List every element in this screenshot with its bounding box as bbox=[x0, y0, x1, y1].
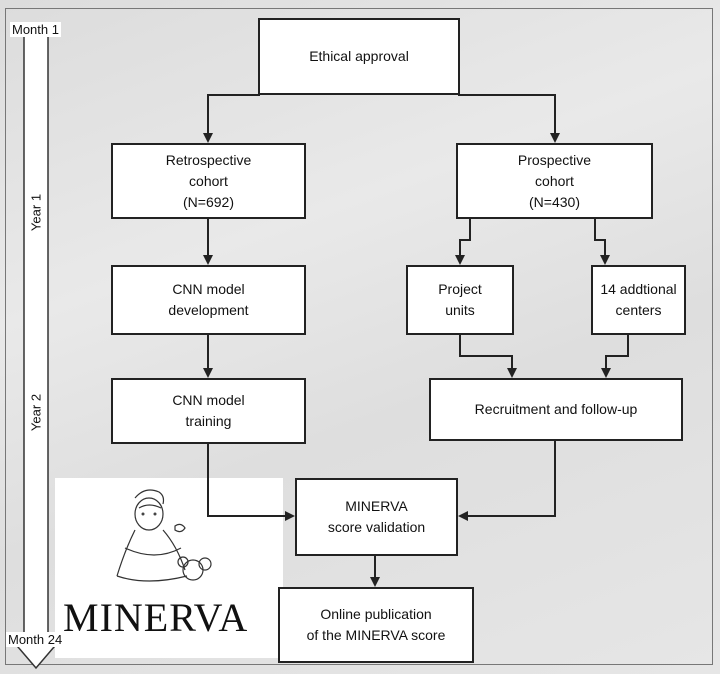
cnn-development-text: CNN model development bbox=[168, 281, 249, 318]
cnn-training-text: CNN model training bbox=[172, 392, 245, 429]
online-publication-box: Online publication of the MINERVA score bbox=[278, 587, 474, 663]
ethical-approval-box: Ethical approval bbox=[258, 18, 460, 95]
prospective-cohort-box: Prospective cohort (N=430) bbox=[456, 143, 653, 219]
project-units-text: Project units bbox=[438, 281, 482, 318]
timeline-year2-label: Year 2 bbox=[28, 393, 44, 432]
cnn-development-box: CNN model development bbox=[111, 265, 306, 335]
arrow-prosp-units bbox=[455, 219, 471, 265]
project-units-box: Project units bbox=[406, 265, 514, 335]
score-validation-box: MINERVA score validation bbox=[295, 478, 458, 556]
retrospective-cohort-box: Retrospective cohort (N=692) bbox=[111, 143, 306, 219]
timeline-year1-label: Year 1 bbox=[28, 193, 44, 232]
timeline-start-label: Month 1 bbox=[10, 22, 61, 37]
retrospective-cohort-text: Retrospective cohort (N=692) bbox=[165, 151, 252, 210]
arrow-prosp-centers bbox=[594, 219, 610, 265]
arrow-units-recruit bbox=[459, 334, 517, 378]
prospective-cohort-text: Prospective cohort (N=430) bbox=[517, 151, 592, 210]
arrow-cnntrain-validation bbox=[207, 444, 295, 521]
minerva-logo: MINERVA bbox=[55, 478, 283, 658]
timeline-end-label: Month 24 bbox=[6, 632, 65, 647]
arrow-recruit-validation bbox=[458, 441, 556, 521]
minerva-logo-text: MINERVA bbox=[63, 595, 249, 640]
arrow-centers-recruit bbox=[601, 334, 629, 378]
recruitment-box: Recruitment and follow-up bbox=[429, 378, 683, 441]
timeline-arrow bbox=[10, 35, 62, 670]
additional-centers-text: 14 addtional centers bbox=[600, 281, 677, 318]
arrow-ethical-retro bbox=[207, 94, 260, 118]
minerva-figure-icon bbox=[116, 489, 212, 582]
ethical-approval-text: Ethical approval bbox=[309, 48, 409, 64]
outer-frame bbox=[5, 8, 713, 665]
additional-centers-box: 14 addtional centers bbox=[591, 265, 686, 335]
cnn-training-box: CNN model training bbox=[111, 378, 306, 444]
online-publication-text: Online publication of the MINERVA score bbox=[306, 606, 446, 643]
recruitment-text: Recruitment and follow-up bbox=[474, 401, 638, 417]
score-validation-text: MINERVA score validation bbox=[327, 498, 426, 535]
